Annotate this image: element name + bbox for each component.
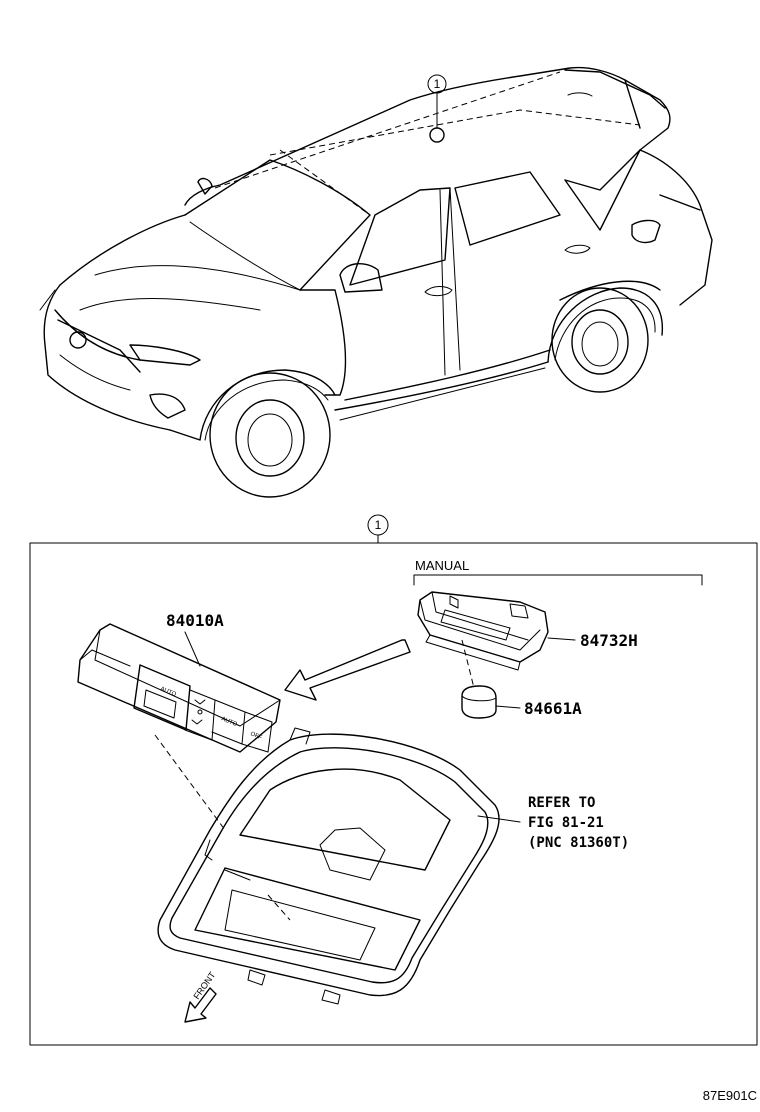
- vehicle-illustration: [39, 66, 713, 498]
- part-84010A-switch: AUTO AUTO OFF: [77, 623, 281, 753]
- callout-number: 1: [375, 518, 382, 532]
- detail-box: [29, 542, 758, 1046]
- front-direction-indicator: FRONT: [184, 970, 218, 1023]
- reference-line-2: FIG 81-21: [528, 815, 604, 831]
- location-marker-icon: [429, 127, 445, 143]
- install-direction-arrow: [284, 639, 411, 701]
- front-arrow-icon: [184, 987, 217, 1023]
- variant-label: MANUAL: [415, 558, 469, 573]
- callout-number: 1: [434, 77, 441, 91]
- part-number-84732H: 84732H: [580, 631, 638, 650]
- part-84732H-bracket: [417, 591, 549, 671]
- switch-label-auto: AUTO: [220, 716, 238, 728]
- switch-label-off: OFF: [249, 731, 263, 741]
- overhead-console-bezel: [157, 727, 500, 1005]
- part-number-84661A: 84661A: [524, 699, 582, 718]
- switch-label-auto: AUTO: [159, 686, 177, 698]
- fan-icon: [197, 709, 203, 715]
- part-84661A-knob: [461, 685, 497, 719]
- part-number-84010A: 84010A: [166, 611, 224, 630]
- vehicle-callout: 1: [427, 74, 447, 143]
- diagram-code: 87E901C: [703, 1088, 757, 1103]
- variant-bracket: MANUAL: [413, 558, 703, 586]
- reference-line-1: REFER TO: [528, 795, 595, 811]
- reference-line-3: (PNC 81360T): [528, 835, 629, 851]
- detail-callout: 1: [367, 514, 389, 544]
